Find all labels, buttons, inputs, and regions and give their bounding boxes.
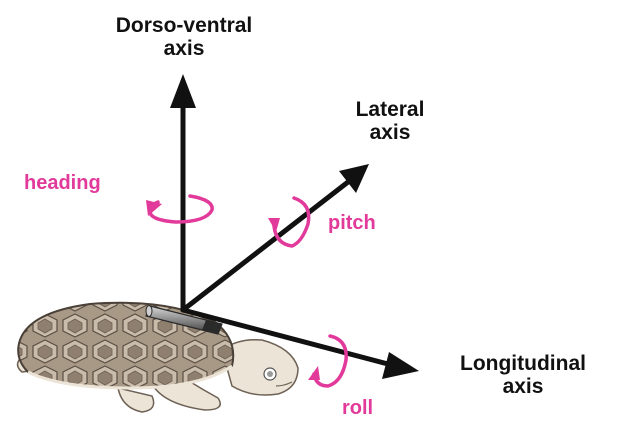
dorso-ventral-arrowhead	[170, 74, 196, 108]
longitudinal-arrowhead	[382, 352, 419, 379]
lateral-label-line2: axis	[330, 121, 450, 144]
pitch-label: pitch	[328, 212, 376, 235]
heading-label: heading	[24, 172, 101, 195]
roll-arrowhead	[308, 366, 320, 380]
longitudinal-label-line2: axis	[428, 375, 618, 398]
pitch-rotation-arrow	[274, 198, 309, 246]
lateral-axis-label: Lateral axis	[330, 98, 450, 144]
dorso-ventral-label-line2: axis	[92, 37, 276, 60]
dorso-ventral-label-line1: Dorso-ventral	[92, 14, 276, 37]
longitudinal-axis-label: Longitudinal axis	[428, 352, 618, 398]
roll-label: roll	[342, 397, 373, 420]
dorso-ventral-axis-label: Dorso-ventral axis	[92, 14, 276, 60]
lateral-label-line1: Lateral	[330, 98, 450, 121]
longitudinal-label-line1: Longitudinal	[428, 352, 618, 375]
